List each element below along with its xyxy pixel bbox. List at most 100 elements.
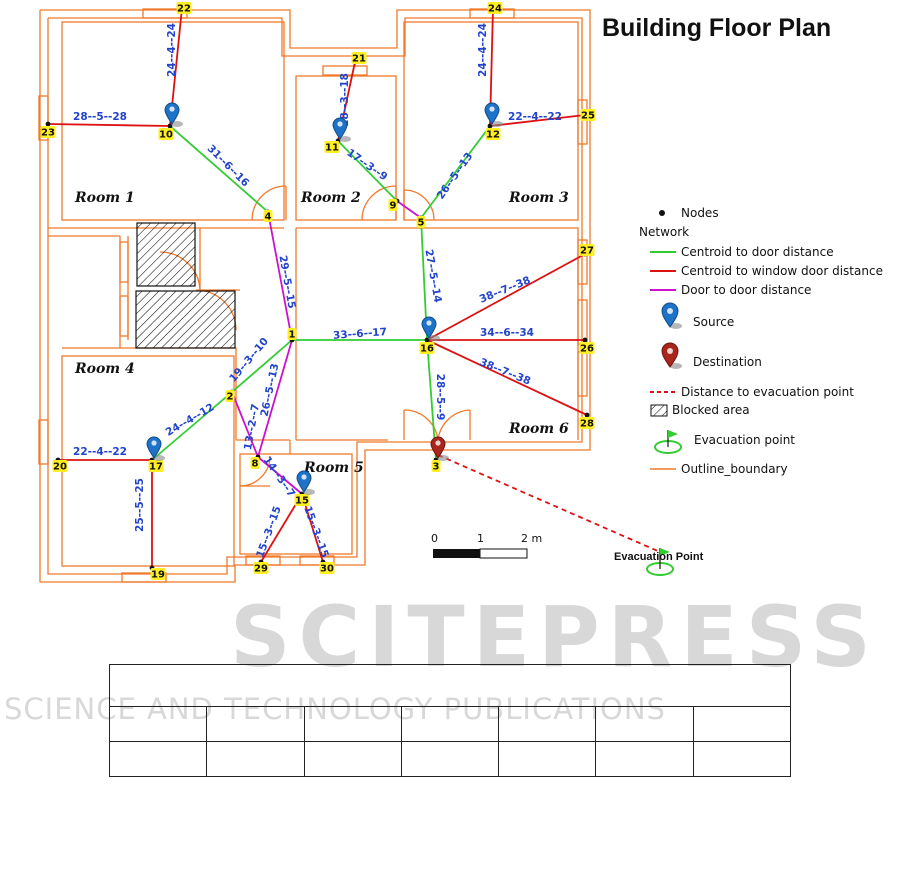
- destination-pin-icon: [661, 342, 682, 369]
- edge-label: 34--6--34: [480, 327, 534, 339]
- node-badge: [579, 342, 595, 354]
- dashed-red-line-icon: [650, 391, 676, 393]
- evacuation-point-label: Evacuation Point: [614, 551, 704, 563]
- node-badge: [416, 216, 426, 228]
- room-label: Room 6: [508, 421, 569, 437]
- node-badge: [351, 52, 367, 64]
- edge-label: 22--4--22: [73, 446, 127, 458]
- edge-label: 14--3--7: [261, 454, 298, 499]
- node-dot: [424, 337, 430, 343]
- scale-label: 2 m: [521, 532, 542, 545]
- edge-label: 29--5--15: [276, 254, 297, 309]
- node-badge: [253, 562, 269, 574]
- edge-label: 24--4--24: [477, 23, 489, 77]
- edge-label: 13--2--7: [242, 403, 262, 451]
- node-label: 11: [325, 143, 339, 154]
- node-badge: [324, 141, 340, 153]
- edge-centroid-door: [231, 339, 293, 393]
- pins: [146, 102, 503, 495]
- node-badge: [388, 199, 398, 211]
- edge-label: 28--5--28: [73, 111, 127, 123]
- edge-centroid-door: [420, 125, 491, 219]
- node-badge: [485, 128, 501, 140]
- node-dot: [487, 123, 493, 129]
- table-header-cell: [109, 664, 791, 707]
- node-dot-icon: [659, 210, 665, 216]
- outline-boundary: [38, 8, 591, 583]
- source-pin-icon: [146, 436, 165, 461]
- node-label: 9: [390, 201, 397, 212]
- node-label: 15: [295, 496, 309, 507]
- node-label: 19: [151, 570, 165, 581]
- edge-centroid-window: [47, 123, 171, 127]
- magenta-line-icon: [650, 289, 676, 291]
- node-badge: [579, 417, 595, 429]
- node-badge: [52, 460, 68, 472]
- node-label: 21: [352, 54, 366, 65]
- edge-door-door: [257, 456, 303, 495]
- room-label: Room 2: [300, 190, 361, 206]
- green-line-icon: [650, 251, 676, 253]
- evacuation-point: [646, 548, 674, 576]
- node-badge: [148, 460, 164, 472]
- source-pin-icon: [164, 102, 183, 127]
- hatched-box-icon: [650, 404, 668, 417]
- node-label: 16: [420, 344, 434, 355]
- node-label: 12: [486, 130, 500, 141]
- edge-label: 18--3--18: [339, 73, 351, 127]
- node-badge: [150, 568, 166, 580]
- scale-label: 0: [431, 532, 438, 545]
- node-label: 23: [41, 128, 55, 139]
- edge-label: 15--3--15: [301, 505, 331, 560]
- table-cell: [498, 706, 597, 742]
- source-pin-icon: [484, 102, 503, 127]
- node-badge: [225, 390, 235, 402]
- blocked-area: [136, 222, 196, 287]
- edge-door-door: [257, 339, 293, 458]
- edge-label: 24--4--12: [164, 401, 217, 438]
- node-badge: [176, 2, 192, 14]
- table-cell: [692, 706, 792, 742]
- edge-label: 38--7--38: [478, 274, 533, 305]
- node-dot: [582, 337, 588, 343]
- evacuation-flag-icon: [654, 430, 682, 454]
- table-cell: [108, 706, 208, 742]
- red-line-icon: [650, 270, 676, 272]
- node-badge: [40, 126, 56, 138]
- node-label: 20: [53, 462, 67, 473]
- node-badge: [580, 109, 596, 121]
- table-cell: [692, 741, 792, 777]
- table-cell: [206, 741, 305, 777]
- table-cell: [206, 706, 305, 742]
- room-label: Room 4: [74, 361, 135, 377]
- node-badge: [287, 328, 297, 340]
- node-dot: [584, 412, 590, 418]
- source-pin-icon: [421, 316, 440, 341]
- node-dot: [45, 121, 51, 127]
- table-cell: [595, 741, 694, 777]
- table-cell: [303, 741, 402, 777]
- table-cell: [303, 706, 402, 742]
- node-label: 24: [488, 4, 502, 15]
- node-label: 26: [580, 344, 594, 355]
- edge-door-door: [231, 391, 259, 458]
- node-badge: [294, 494, 310, 506]
- destination-pin-icon: [430, 436, 449, 461]
- table-cell: [108, 741, 208, 777]
- node-badge: [431, 460, 441, 472]
- node-label: 1: [289, 330, 296, 341]
- edge-centroid-window: [426, 339, 588, 416]
- table-row: [108, 706, 792, 742]
- node-label: 28: [580, 419, 594, 430]
- table-row: [108, 741, 792, 777]
- node-badge: [487, 2, 503, 14]
- room-label: Room 5: [303, 460, 364, 476]
- edge-centroid-door: [169, 125, 269, 213]
- edge-label: 31--6--16: [205, 143, 252, 190]
- node-label: 22: [177, 4, 191, 15]
- edge-label: 17--3--9: [344, 147, 389, 184]
- page-title: Building Floor Plan: [602, 14, 832, 42]
- source-pin-icon: [332, 117, 351, 142]
